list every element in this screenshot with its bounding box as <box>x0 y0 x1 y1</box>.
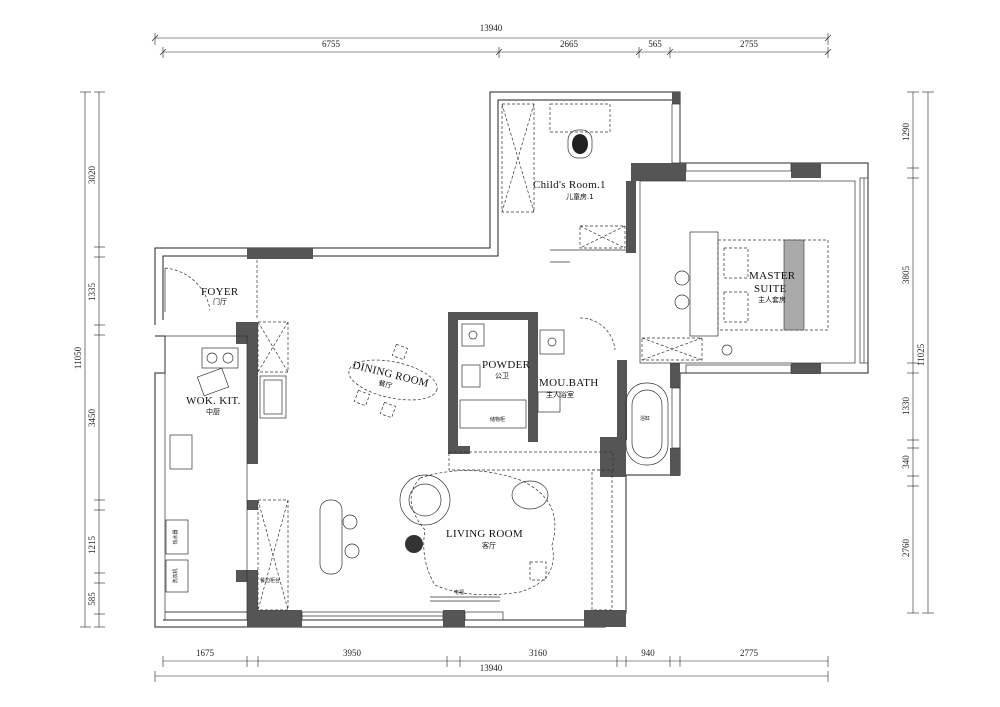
water-heater-label: 热水器 <box>172 529 179 544</box>
dining-room-label-cn: 餐厅 <box>378 378 394 390</box>
living-room: 餐边柜台 电视 LIVING ROOM 客厅 <box>257 451 614 611</box>
stove-icon <box>201 347 239 369</box>
dimension-lines <box>80 33 934 682</box>
living-room-label-cn: 客厅 <box>482 541 496 550</box>
dimension-labels: 13940 6755 2665 565 2755 1675 3950 3160 … <box>73 23 926 673</box>
wall-block <box>247 248 313 259</box>
dim-left-total: 11050 <box>73 346 83 369</box>
powder-room: 储物柜 POWDER 公卫 <box>459 323 531 429</box>
cabinet-label: 餐边柜台 <box>260 577 280 584</box>
wok-kitchen: 热水器 洗衣机 WOK. KIT. 中厨 <box>164 335 248 613</box>
washer-label: 洗衣机 <box>172 568 179 583</box>
master-bath-label: MOU.BATH <box>539 377 599 389</box>
childs-room-label-cn: 儿童房.1 <box>566 192 594 201</box>
dim-top-1: 6755 <box>322 39 341 49</box>
dim-right-3: 1330 <box>901 397 911 416</box>
powder-label-cn: 公卫 <box>495 372 509 380</box>
dim-left-5: 585 <box>87 592 97 606</box>
tv-label: 电视 <box>454 589 464 596</box>
dim-bottom-2: 3950 <box>343 648 362 658</box>
dim-top-2: 2665 <box>560 39 579 49</box>
master-suite-label-cn: 主人套房 <box>758 295 786 304</box>
bar-counter <box>319 499 343 575</box>
dim-right-2: 3805 <box>901 266 911 285</box>
dim-top-3: 565 <box>648 39 662 49</box>
powder-label: POWDER <box>482 359 531 371</box>
dim-left-3: 3450 <box>87 409 97 428</box>
lamp-icon <box>721 344 733 356</box>
sink-icon <box>461 323 485 347</box>
toilet-icon <box>537 391 561 413</box>
master-suite-label-2: SUITE <box>754 283 787 295</box>
childs-room: Child's Room.1 儿童房.1 <box>501 103 626 263</box>
bathtub-icon <box>625 382 669 466</box>
master-bath-label-cn: 主人浴室 <box>546 390 574 399</box>
dim-right-5: 2760 <box>901 539 911 558</box>
dim-bottom-total: 13940 <box>480 663 503 673</box>
dim-right-1: 1290 <box>901 123 911 142</box>
dim-left-2: 1335 <box>87 283 97 302</box>
dim-left-1: 3020 <box>87 166 97 185</box>
bathtub-label: 浴缸 <box>640 415 650 422</box>
toilet-icon <box>461 364 481 388</box>
dim-top-4: 2755 <box>740 39 759 49</box>
laundry-label: 储物柜 <box>490 416 505 423</box>
childs-room-label: Child's Room.1 <box>533 179 606 191</box>
dining-room: DINING ROOM 餐厅 <box>257 321 438 419</box>
chair-icon <box>567 129 593 159</box>
sink-icon <box>169 434 193 470</box>
dim-top-total: 13940 <box>480 23 503 33</box>
dim-bottom-3: 3160 <box>529 648 548 658</box>
master-suite-label: MASTER <box>749 270 796 282</box>
dim-left-4: 1215 <box>87 536 97 555</box>
dim-right-4: 340 <box>901 455 911 469</box>
windows <box>164 103 869 621</box>
dim-right-total: 11025 <box>916 343 926 366</box>
walls <box>154 91 869 628</box>
wok-kitchen-label-cn: 中厨 <box>206 407 220 416</box>
wok-kitchen-label: WOK. KIT. <box>186 395 241 407</box>
living-room-label: LIVING ROOM <box>446 528 523 540</box>
foyer: FOYER 门厅 <box>164 260 258 320</box>
foyer-label: FOYER <box>201 286 239 298</box>
dim-bottom-4: 940 <box>641 648 655 658</box>
master-suite: MASTER SUITE 主人套房 <box>639 180 856 364</box>
foyer-label-cn: 门厅 <box>213 297 227 306</box>
master-bath: 浴缸 MOU.BATH 主人浴室 <box>537 317 669 466</box>
dim-bottom-1: 1675 <box>196 648 215 658</box>
lounge-chair-icon <box>399 474 451 526</box>
dim-bottom-5: 2775 <box>740 648 759 658</box>
